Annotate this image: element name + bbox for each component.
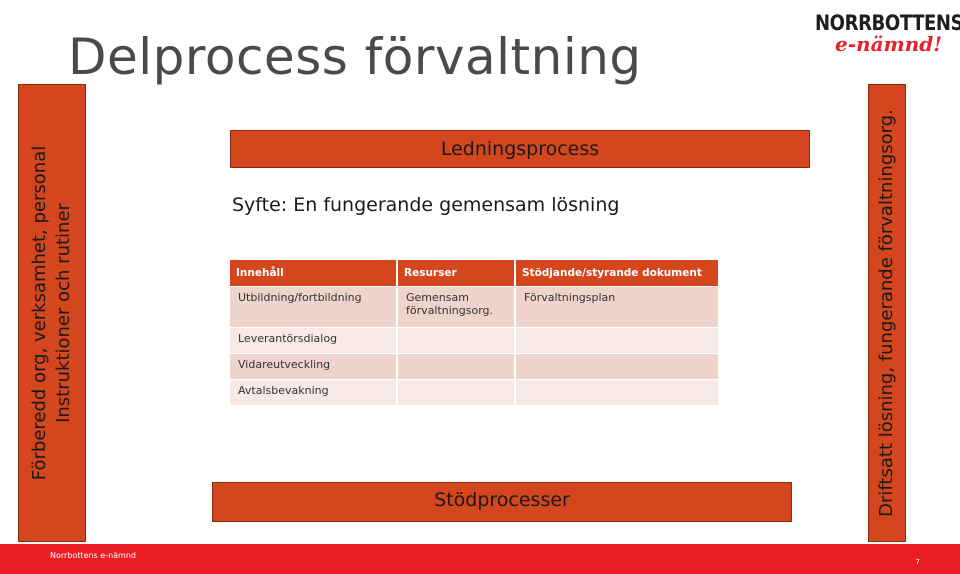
table-cell: Gemensam förvaltningsorg. xyxy=(397,286,516,328)
table-cell xyxy=(397,353,516,380)
table-cell xyxy=(397,379,516,405)
table-cell xyxy=(515,353,720,380)
norrbottens-logo: NORRBOTTENS e-nämnd! xyxy=(794,11,960,56)
table-cell xyxy=(515,327,720,354)
table-cell: Leverantörsdialog xyxy=(230,327,398,354)
logo-text-bottom: e-nämnd! xyxy=(835,32,942,56)
table-header-documents: Stödjande/styrande dokument xyxy=(515,260,720,287)
table-row: Avtalsbevakning xyxy=(230,379,720,405)
left-side-bar-line-1: Förberedd org, verksamhet, personal xyxy=(29,145,50,481)
footer-organization: Norrbottens e-nämnd xyxy=(50,551,136,560)
table-cell: Utbildning/fortbildning xyxy=(230,286,398,328)
left-side-bar-text: Förberedd org, verksamhet, personal Inst… xyxy=(28,146,76,480)
table-header-resources: Resurser xyxy=(397,260,516,287)
table-header-row: Innehåll Resurser Stödjande/styrande dok… xyxy=(230,260,720,287)
footer-bar: Norrbottens e-nämnd 7 xyxy=(0,544,960,574)
table-header-content: Innehåll xyxy=(230,260,398,287)
page-number: 7 xyxy=(915,558,920,566)
management-process-bar: Ledningsprocess xyxy=(230,130,810,168)
support-processes-bar: Stödprocesser xyxy=(212,482,792,522)
table-row: Utbildning/fortbildning Gemensam förvalt… xyxy=(230,286,720,328)
table-cell: Avtalsbevakning xyxy=(230,379,398,405)
table-cell xyxy=(397,327,516,354)
right-side-bar: Driftsatt lösning, fungerande förvaltnin… xyxy=(868,84,906,542)
slide-title: Delprocess förvaltning xyxy=(68,28,642,86)
table-cell: Förvaltningsplan xyxy=(515,286,720,328)
table-row: Leverantörsdialog xyxy=(230,327,720,354)
table-cell xyxy=(515,379,720,405)
right-side-bar-text: Driftsatt lösning, fungerande förvaltnin… xyxy=(876,109,897,517)
purpose-text: Syfte: En fungerande gemensam lösning xyxy=(232,194,620,216)
left-side-bar-line-2: Instruktioner och rutiner xyxy=(53,203,74,423)
table-row: Vidareutveckling xyxy=(230,353,720,380)
content-table: Innehåll Resurser Stödjande/styrande dok… xyxy=(230,260,720,405)
left-side-bar: Förberedd org, verksamhet, personal Inst… xyxy=(18,84,86,542)
table-cell: Vidareutveckling xyxy=(230,353,398,380)
logo-text-top: NORRBOTTENS xyxy=(815,11,960,35)
